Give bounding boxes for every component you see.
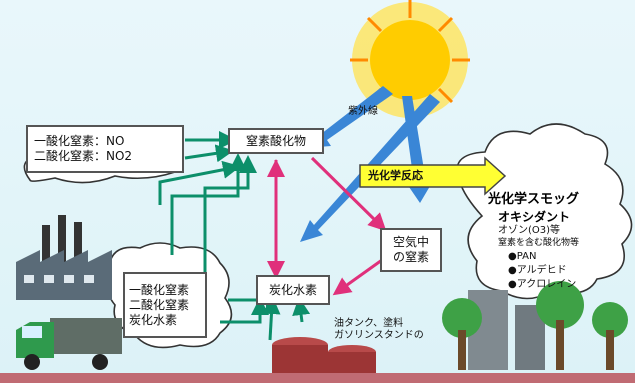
no-label: 一酸化窒素：NO <box>34 134 125 148</box>
emission-arrows <box>158 131 311 341</box>
smog-item: ●アクロレイン <box>508 279 577 290</box>
truck-emission-line1: 一酸化窒素 <box>129 282 190 297</box>
air-nitrogen-line2: の窒素 <box>392 250 429 264</box>
no2-label: 二酸化窒素：NO2 <box>34 149 133 163</box>
tank-note-line2: ガソリンスタンドの <box>334 330 424 341</box>
smog-title: 光化学スモッグ <box>488 192 580 207</box>
smog-text-block: 光化学スモッグ オキシダント オゾン(O3)等 窒素を含む酸化物等 ●PAN ●… <box>488 192 618 291</box>
sunlight-label: 紫外線 <box>348 106 378 117</box>
smog-item: 窒素を含む酸化物等 <box>498 238 580 248</box>
tank-note-line1: 油タンク、塗料 <box>334 318 404 329</box>
air-nitrogen-line1: 空気中 <box>392 235 429 249</box>
ground <box>0 373 635 383</box>
nox-label-box: 一酸化窒素：NO 二酸化窒素：NO2 <box>26 125 184 173</box>
nitrogen-oxides-label: 窒素酸化物 <box>245 133 306 148</box>
nitrogen-oxides-box: 窒素酸化物 <box>228 128 324 154</box>
truck-icon <box>16 318 122 370</box>
reaction-arrows <box>267 156 387 296</box>
smog-item: ●PAN <box>508 251 537 262</box>
smog-cloud <box>456 123 633 300</box>
oil-tanks-icon <box>272 337 376 376</box>
oxidant-label: オキシダント <box>498 210 571 224</box>
photochemical-arrow <box>359 156 507 196</box>
smog-item: ●アルデヒド <box>508 265 567 276</box>
photochemical-reaction-label: 光化学反応 <box>368 169 423 182</box>
hydrocarbons-box: 炭化水素 <box>256 275 330 305</box>
smog-item: オゾン(O3)等 <box>498 225 561 236</box>
truck-emission-line3: 炭化水素 <box>129 312 178 327</box>
factory-icon <box>16 215 112 300</box>
hydrocarbons-label: 炭化水素 <box>268 282 317 297</box>
truck-emissions-box: 一酸化窒素 二酸化窒素 炭化水素 <box>123 272 207 338</box>
truck-emission-line2: 二酸化窒素 <box>129 297 190 312</box>
tank-note: 油タンク、塗料 ガソリンスタンドの <box>334 318 424 342</box>
air-nitrogen-box: 空気中 の窒素 <box>380 228 442 272</box>
city-trees-icon <box>442 281 628 370</box>
